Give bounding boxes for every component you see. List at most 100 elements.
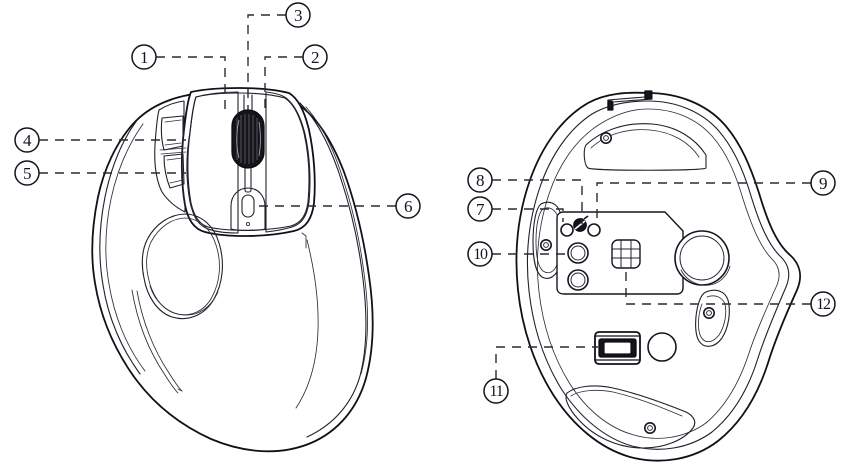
leader-3 xyxy=(247,14,286,110)
callout-9[interactable]: 9 xyxy=(810,170,836,196)
callout-number-12: 12 xyxy=(816,296,831,313)
callout-12[interactable]: 12 xyxy=(810,291,836,317)
top-view-left-edge-contour-inner xyxy=(105,123,146,372)
back-side-button-edge xyxy=(166,157,184,184)
screw-hole-left xyxy=(539,239,552,252)
callout-circle-4 xyxy=(14,127,40,153)
leader-lines-group xyxy=(39,14,811,379)
latch-tab-right xyxy=(644,90,652,100)
top-view-right-ridge xyxy=(299,102,367,438)
callout-circle-11 xyxy=(483,378,509,404)
top-view-tab-mark-right xyxy=(301,232,307,249)
callout-4[interactable]: 4 xyxy=(14,127,40,153)
callout-11[interactable]: 11 xyxy=(483,378,509,404)
callout-10[interactable]: 10 xyxy=(467,241,493,267)
screw-hole-left-inner xyxy=(543,242,549,248)
callout-circle-1 xyxy=(131,44,157,70)
top-view-group xyxy=(91,87,374,453)
callout-number-6: 6 xyxy=(404,197,412,216)
leader-11 xyxy=(495,346,598,379)
glide-pad-top xyxy=(583,123,707,171)
leader-2 xyxy=(264,56,303,115)
glide-pad-right-inner xyxy=(698,295,727,343)
callout-circle-5 xyxy=(14,160,40,186)
callout-8[interactable]: 8 xyxy=(467,167,493,193)
mode-button-upper-inner xyxy=(570,245,586,261)
side-button-divider xyxy=(159,147,187,155)
callout-number-9: 9 xyxy=(819,174,827,193)
callout-1[interactable]: 1 xyxy=(131,44,157,70)
dpi-indicator-dot xyxy=(245,221,251,227)
top-view-tab-mark-left xyxy=(177,388,183,392)
leader-9 xyxy=(596,182,811,226)
callout-circle-12 xyxy=(810,291,836,317)
callout-circle-10 xyxy=(467,241,493,267)
callout-number-2: 2 xyxy=(311,48,319,67)
mode-button-lower-inner xyxy=(570,272,586,288)
battery-door-latch xyxy=(607,90,653,111)
glide-pad-right xyxy=(695,289,730,347)
callout-2[interactable]: 2 xyxy=(302,44,328,70)
scroll-wheel-highlight-2 xyxy=(258,121,261,157)
top-view-left-edge-contour xyxy=(99,118,141,375)
glide-pad-left xyxy=(532,201,564,279)
leader-7 xyxy=(492,208,564,222)
right-click-button[interactable] xyxy=(265,91,311,233)
screw-hole-right-inner xyxy=(706,310,712,316)
top-view-lower-crease xyxy=(131,289,179,394)
screw-hole-top xyxy=(599,132,612,145)
bottom-view-inner-ridge-2 xyxy=(537,108,780,439)
callout-number-3: 3 xyxy=(294,6,302,25)
round-button-large[interactable] xyxy=(674,230,730,286)
callout-circle-7 xyxy=(467,196,493,222)
back-side-button[interactable] xyxy=(163,153,185,189)
scroll-wheel-ribs xyxy=(236,114,258,164)
dpi-button[interactable] xyxy=(241,194,255,218)
side-button-housing xyxy=(154,100,186,213)
dpi-button-plate[interactable] xyxy=(230,187,266,232)
callout-number-7: 7 xyxy=(476,200,485,219)
callout-number-5: 5 xyxy=(23,164,31,183)
callout-number-11: 11 xyxy=(489,383,503,400)
round-button-large-shadow xyxy=(680,265,731,286)
callout-circle-3 xyxy=(285,2,311,28)
callout-6[interactable]: 6 xyxy=(395,193,421,219)
optical-sensor xyxy=(611,239,641,269)
callout-circle-9 xyxy=(810,170,836,196)
callout-number-1: 1 xyxy=(140,48,148,67)
status-led-right xyxy=(587,223,601,237)
bottom-view-group xyxy=(515,90,801,462)
scroll-wheel-highlight xyxy=(236,119,240,159)
callout-3[interactable]: 3 xyxy=(285,2,311,28)
callout-5[interactable]: 5 xyxy=(14,160,40,186)
top-view-right-ridge-inner xyxy=(305,106,369,375)
forward-side-button-edge xyxy=(164,119,182,146)
callout-circle-6 xyxy=(395,193,421,219)
bottom-view-inner-ridge xyxy=(526,100,790,450)
screw-hole-top-inner xyxy=(603,135,609,141)
callout-7[interactable]: 7 xyxy=(467,196,493,222)
callout-circle-8 xyxy=(467,167,493,193)
callout-number-10: 10 xyxy=(473,246,488,263)
forward-side-button[interactable] xyxy=(160,115,184,151)
top-view-right-lower-contour xyxy=(295,239,319,409)
thumb-rest-shadow xyxy=(149,285,219,316)
status-led-left xyxy=(560,223,574,237)
latch-tab-left xyxy=(607,100,613,111)
leader-1 xyxy=(156,56,226,115)
round-button-large-inner xyxy=(679,235,725,281)
connect-pair-indicator xyxy=(573,215,589,232)
top-view-lower-crease-2 xyxy=(136,290,183,392)
left-click-button[interactable] xyxy=(186,91,239,234)
glide-pad-bottom-inner xyxy=(570,389,683,417)
leader-12 xyxy=(625,266,811,305)
callout-number-4: 4 xyxy=(23,131,32,150)
screw-hole-right xyxy=(702,306,715,319)
glide-pad-bottom xyxy=(565,385,696,449)
callout-circle-2 xyxy=(302,44,328,70)
screw-hole-bottom-inner xyxy=(647,425,653,431)
power-switch[interactable] xyxy=(594,331,641,365)
callout-number-8: 8 xyxy=(476,171,484,190)
